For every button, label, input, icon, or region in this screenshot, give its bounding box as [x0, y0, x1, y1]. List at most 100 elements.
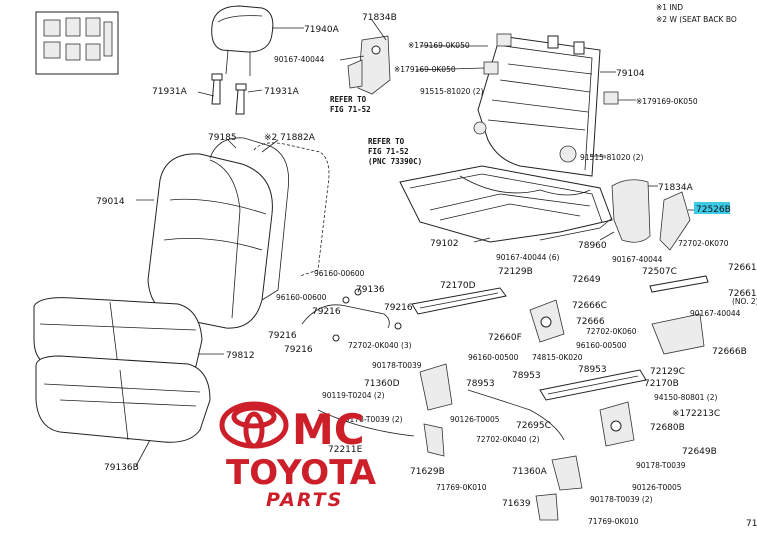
- watermark-parts: PARTS: [266, 489, 343, 511]
- leader-lines: [135, 19, 694, 467]
- label-79102: 79102: [430, 239, 459, 249]
- label-72680b: 72680B: [650, 423, 685, 433]
- seat-adjuster-cable: [467, 389, 565, 441]
- label-71940a: 71940A: [304, 25, 340, 35]
- label-72211e: 72211E: [328, 445, 363, 455]
- label-71931a-right: 71931A: [264, 87, 300, 97]
- label-78953-a: 78953: [512, 371, 541, 381]
- side-cover-72526b: [659, 191, 691, 251]
- label-72507c: 72507C: [642, 267, 677, 277]
- lower-cover-71639: [535, 493, 559, 521]
- label-71882a: ※2 71882A: [264, 133, 316, 143]
- toyota-watermark: MC TOYOTA PARTS: [219, 401, 377, 511]
- label-91515-81020-a: 91515-81020 (2): [420, 87, 484, 96]
- label-72702-0k040-2: 72702-0K040 (2): [476, 435, 540, 444]
- label-96160-00500-a: 96160-00500: [576, 341, 627, 350]
- label-71769-0k010-a: 71769-0K010: [436, 483, 487, 492]
- label-72526b[interactable]: 72526B: [696, 205, 731, 215]
- label-72666c: 72666C: [572, 301, 607, 311]
- refer-note-a-line2: FIG 71-52: [330, 105, 371, 114]
- label-72702-0k040-3: 72702-0K040 (3): [348, 341, 412, 350]
- headrest: [211, 5, 274, 76]
- label-90178-t0039-2a: 90178-T0039 (2): [340, 415, 403, 424]
- watermark-toyota: TOYOTA: [226, 453, 377, 493]
- label-79812: 79812: [226, 351, 255, 361]
- label-79014: 79014: [96, 197, 125, 207]
- lock-bracket-right: [551, 455, 583, 491]
- seat-cushion-cover: [35, 355, 211, 443]
- frame-clips: [483, 33, 619, 105]
- side-cover-71834a: [611, 179, 651, 243]
- label-90167-40044-c: 90167-40044: [690, 309, 741, 318]
- label-79136b: 79136B: [104, 463, 139, 473]
- seat-cushion-frame: [399, 165, 613, 243]
- toyota-logo-icon: [219, 401, 289, 449]
- label-90126-t0005-a: 90126-T0005: [450, 415, 500, 424]
- seat-adjuster-left: [419, 363, 453, 411]
- label-90178-t0039-b: 90178-T0039: [636, 461, 686, 470]
- hinge-cover-upper: [347, 35, 391, 95]
- label-71360a: 71360A: [512, 467, 548, 477]
- seat-back-frame: [473, 35, 601, 177]
- bracket-72661: [649, 275, 709, 293]
- seat-back-board: [253, 142, 330, 277]
- label-72649: 72649: [572, 275, 601, 285]
- lock-bracket-left: [423, 423, 445, 457]
- refer-note-b-line3: (PNC 73390C): [368, 157, 422, 166]
- label-96160-00600-b: 96160-00600: [276, 293, 327, 302]
- highlight-72526b: [694, 202, 730, 214]
- label-72695c: 72695C: [516, 421, 551, 431]
- refer-note-a-line1: REFER TO: [330, 95, 367, 104]
- label-71931a-left: 71931A: [152, 87, 188, 97]
- label-72702-0k060: 72702-0K060: [586, 327, 637, 336]
- label-179169-a: ※179169-0K050: [408, 41, 470, 50]
- label-72702-0k070: 72702-0K070: [678, 239, 729, 248]
- label-71360d: 71360D: [364, 379, 400, 389]
- label-179169-b: ※179169-0K050: [394, 65, 456, 74]
- label-72666b: 72666B: [712, 347, 747, 357]
- label-96160-00500-b: 96160-00500: [468, 353, 519, 362]
- headrest-support-right: [235, 83, 247, 115]
- recliner-mechanism-upper: [529, 299, 565, 343]
- note-1: ※1 IND: [656, 3, 683, 12]
- label-79216-b: 79216: [312, 307, 341, 317]
- seat-rail-upper: [411, 287, 507, 315]
- label-71834b: 71834B: [362, 13, 397, 23]
- label-72661: 72661: [728, 263, 757, 273]
- label-78953-b: 78953: [466, 379, 495, 389]
- label-96160-00600-a: 96160-00600: [314, 269, 365, 278]
- recliner-mechanism-lower: [599, 401, 635, 447]
- label-72661-b: 72661: [728, 289, 757, 299]
- label-91515-81020-b: 91515-81020 (2): [580, 153, 644, 162]
- label-90119-t0204: 90119-T0204 (2): [322, 391, 385, 400]
- refer-note-b-line1: REFER TO: [368, 137, 405, 146]
- label-94150-80801: 94150-80801 (2): [654, 393, 718, 402]
- label-90126-t0005-b: 90126-T0005: [632, 483, 682, 492]
- label-71834a: 71834A: [658, 183, 694, 193]
- label-71639: 71639: [502, 499, 531, 509]
- bracket-72666b: [651, 313, 705, 355]
- label-71629b: 71629B: [410, 467, 445, 477]
- seat-switch-panel: [35, 11, 119, 75]
- label-71769-0k010-b: 71769-0K010: [588, 517, 639, 526]
- label-79216-a: 79216: [384, 303, 413, 313]
- label-72660f: 72660F: [488, 333, 522, 343]
- label-72666: 72666: [576, 317, 605, 327]
- label-172213c: ※172213C: [672, 409, 720, 419]
- label-90167-40044-b: 90167-40044: [612, 255, 663, 264]
- label-79104: 79104: [616, 69, 645, 79]
- release-rod: [317, 409, 415, 437]
- headrest-support-left: [211, 73, 223, 105]
- label-74815-0k020: 74815-0K020: [532, 353, 583, 362]
- seat-spring-rod: [301, 288, 402, 342]
- label-79185: 79185: [208, 133, 237, 143]
- refer-note-b-line2: FIG 71-52: [368, 147, 409, 156]
- label-72649b: 72649B: [682, 447, 717, 457]
- label-79136: 79136: [356, 285, 385, 295]
- label-79216-d: 79216: [284, 345, 313, 355]
- label-90167-40044-6: 90167-40044 (6): [496, 253, 560, 262]
- label-72129c: 72129C: [650, 367, 685, 377]
- label-71-corner: 71: [746, 519, 757, 529]
